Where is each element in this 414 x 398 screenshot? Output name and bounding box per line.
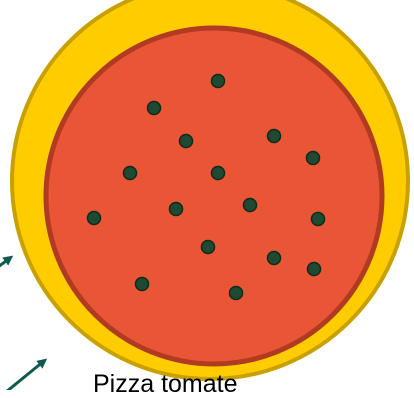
olive [307,152,320,165]
olive [268,252,281,265]
olive [268,130,281,143]
olive [124,167,137,180]
pizza-caption: Pizza tomate [93,372,238,397]
olive [212,167,225,180]
olive [312,213,325,226]
olive [230,287,243,300]
olive [244,199,257,212]
pizza-diagram [0,0,414,390]
olive [88,212,101,225]
olive [170,203,183,216]
olive [202,241,215,254]
olive [212,75,225,88]
arrow-icon [6,361,44,390]
olive [308,263,321,276]
olive [180,135,193,148]
olive [136,278,149,291]
olive [148,102,161,115]
arrow-icon [0,258,10,276]
